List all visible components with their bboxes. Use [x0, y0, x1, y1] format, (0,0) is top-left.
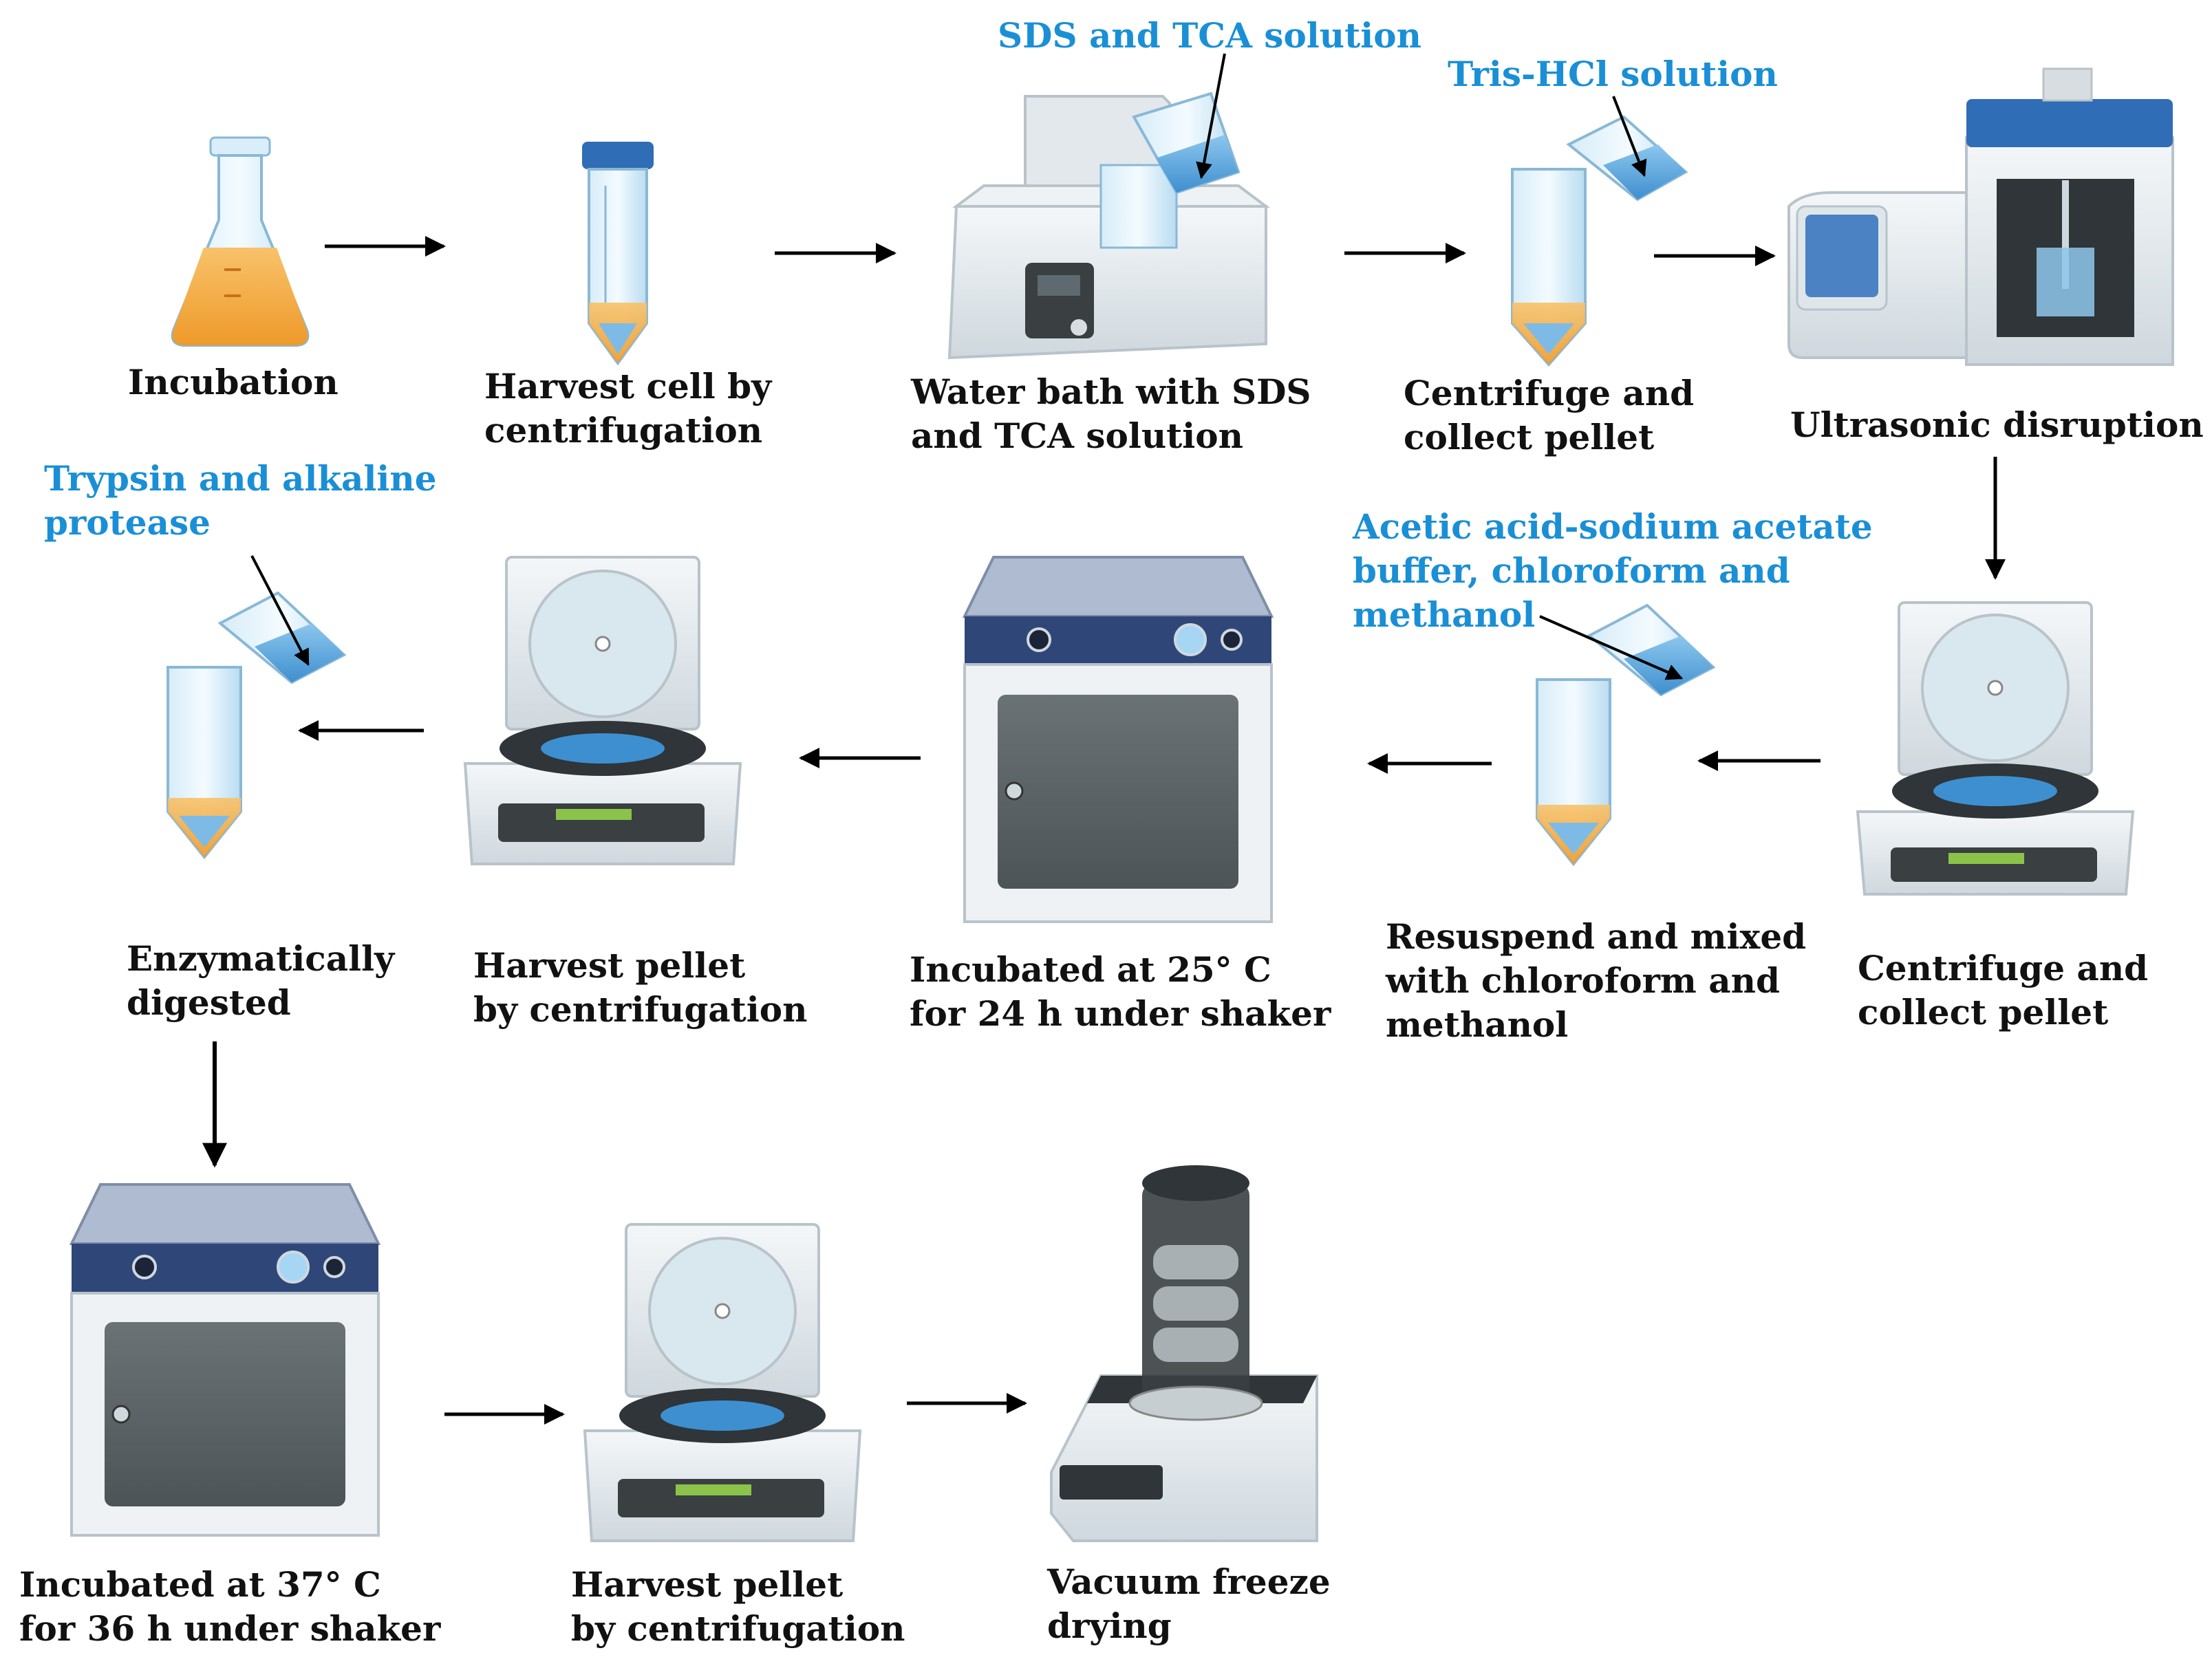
step-label-incubated-25: Incubated at 25° C for 24 h under shaker	[910, 949, 1331, 1034]
reagent-label-trypsin: Trypsin and alkaline protease	[44, 458, 437, 543]
step-label-incubated-37: Incubated at 37° C for 36 h under shaker	[19, 1564, 441, 1649]
tube-icon	[167, 666, 242, 860]
tube-icon	[1536, 678, 1611, 867]
step-label-ultrasonic: Ultrasonic disruption	[1790, 404, 2204, 445]
flask-icon	[171, 136, 310, 347]
centrifuge-icon	[583, 1223, 862, 1542]
reagent-label-acetic-acid: Acetic acid-sodium acetate buffer, chlor…	[1353, 506, 1873, 635]
step-label-harvest-cell: Harvest cell by centrifugation	[484, 366, 772, 451]
centrifuge-icon	[1856, 601, 2135, 896]
step-label-freeze-drying: Vacuum freeze drying	[1047, 1561, 1331, 1646]
incubator-shaker-icon	[69, 1183, 381, 1537]
reagent-label-sds-tca: SDS and TCA solution	[998, 15, 1421, 56]
tube-icon	[1511, 168, 1587, 367]
centrifuge-icon	[463, 556, 742, 865]
tube-icon	[582, 142, 654, 366]
step-label-harvest-pellet-1: Harvest pellet by centrifugation	[473, 945, 808, 1030]
step-label-centrifuge-collect-1: Centrifuge and collect pellet	[1404, 373, 1695, 457]
incubator-shaker-icon	[962, 556, 1274, 923]
step-label-resuspend: Resuspend and mixed with chloroform and …	[1386, 916, 1807, 1045]
reagent-label-tris-hcl: Tris-HCl solution	[1448, 54, 1778, 94]
freeze-dryer-icon	[1050, 1165, 1318, 1542]
step-label-enzymatic: Enzymatically digested	[127, 938, 395, 1023]
step-label-harvest-pellet-2: Harvest pellet by centrifugation	[571, 1564, 905, 1649]
step-label-centrifuge-collect-2: Centrifuge and collect pellet	[1858, 948, 2149, 1032]
step-label-water-bath: Water bath with SDS and TCA solution	[911, 371, 1311, 456]
ultrasonic-disruptor-icon	[1787, 67, 2174, 366]
step-label-incubation: Incubation	[128, 362, 339, 402]
